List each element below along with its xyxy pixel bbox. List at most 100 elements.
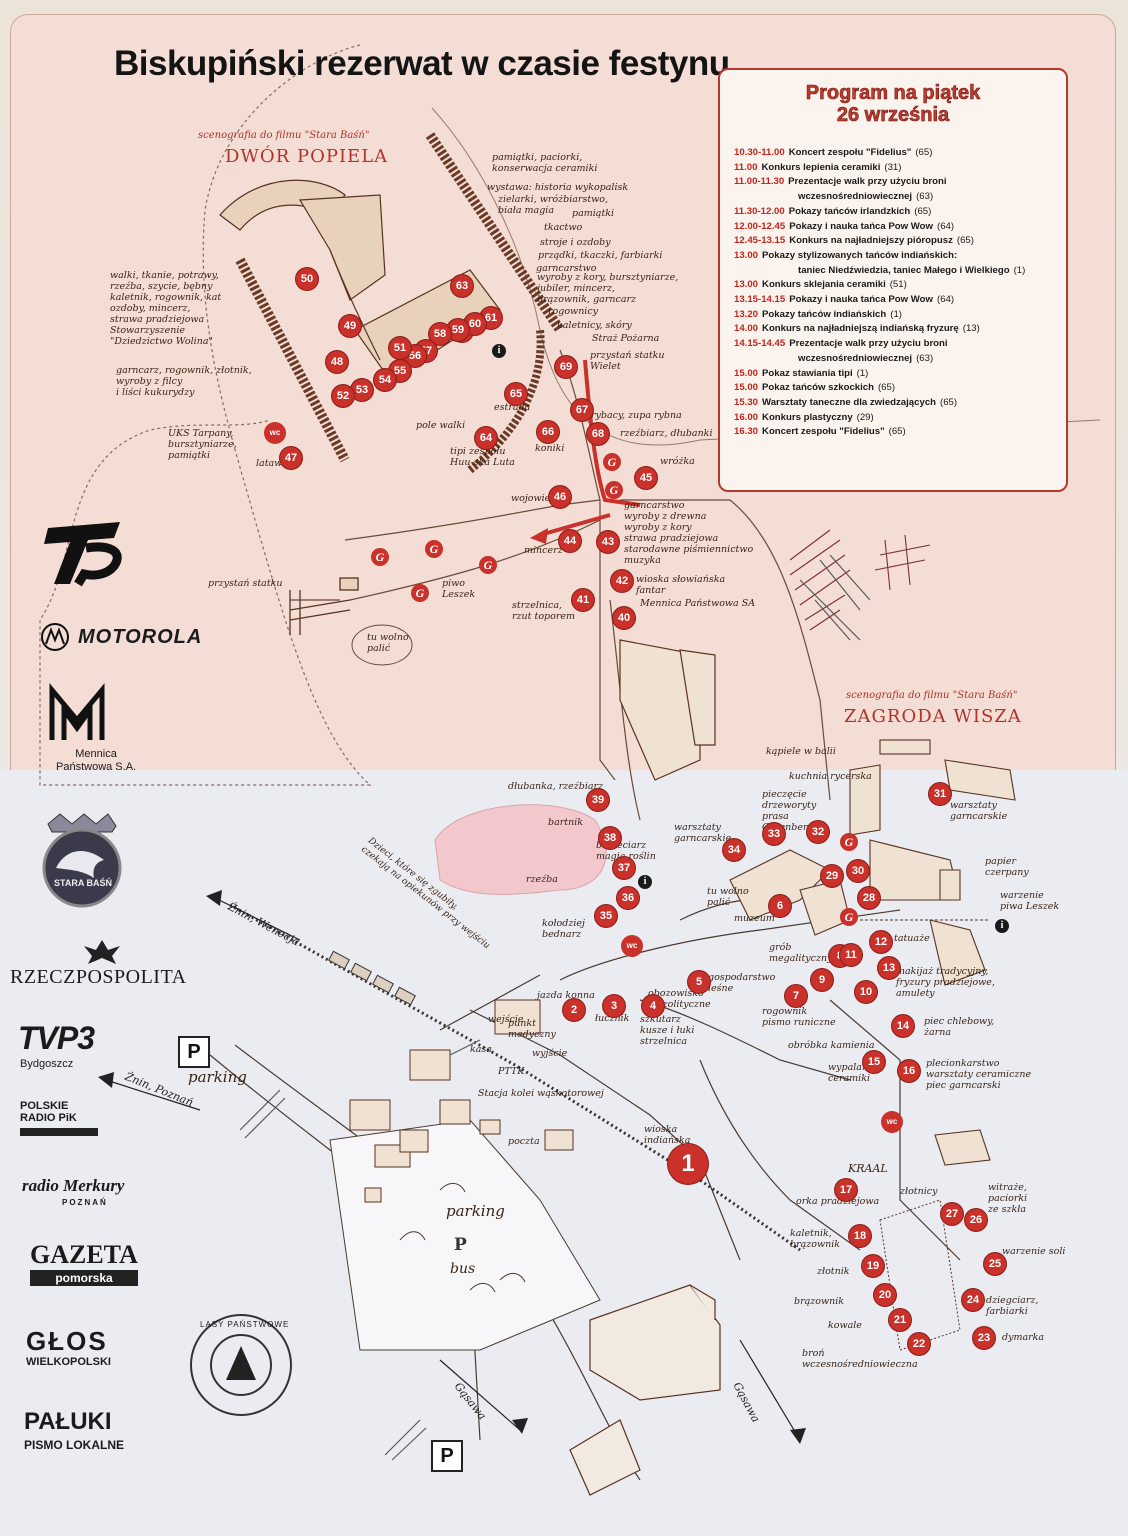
map-label-tu-wolno: tu wolno palić <box>367 632 409 654</box>
program-item-place: (63) <box>916 352 934 364</box>
program-item-place: (65) <box>956 235 974 247</box>
program-item-place: (65) <box>915 147 933 158</box>
program-item-event: Konkurs lepienia ceramiki <box>761 161 881 173</box>
map-pin-34: 34 <box>723 839 745 861</box>
map-label-zielarki: zielarki, wróżbiarstwo, biała magia <box>498 194 609 216</box>
program-panel: Program na piątek 26 września 10.30-11.0… <box>718 68 1068 492</box>
map-label-zlotnicy: złotnicy <box>900 1186 938 1197</box>
program-item-time: 11.30-12.00 <box>734 205 785 217</box>
program-item-event: Pokazy i nauka tańca Pow Wow <box>789 220 933 232</box>
map-label-kapiele: kąpiele w balii <box>766 746 836 757</box>
map-label-orka: orka pradziejowa <box>796 1196 880 1207</box>
map-pin-3: 3 <box>603 995 625 1017</box>
program-item-event: Koncert zespołu "Fidelius" <box>788 147 912 158</box>
map-label-tkactwo: tkactwo <box>544 222 583 233</box>
map-label-przystan-wielet: przystań statku Wielet <box>590 350 665 372</box>
map-label-piec-chlebowy: piec chlebowy, żarna <box>924 1016 995 1038</box>
program-item-event: wczesnośredniowiecznej <box>798 352 913 364</box>
map-pin-67: 67 <box>571 399 593 421</box>
map-label-jazda: jazda konna <box>537 990 595 1001</box>
lake-shore <box>431 107 1101 446</box>
map-pin-27: 27 <box>941 1203 963 1225</box>
map-pin-13: 13 <box>878 957 900 979</box>
program-item-time: 15.00 <box>734 367 759 379</box>
map-label-walki: walki, tkanie, potrawy, rzeźba, szycie, … <box>110 270 222 347</box>
program-item-place: (1) <box>1013 264 1026 276</box>
motorola-logo-icon <box>41 623 69 651</box>
manor-building <box>569 1284 721 1496</box>
program-item-time: 12.45-13.15 <box>734 235 786 247</box>
map-label-punkt-med: punkt medyczny <box>508 1018 556 1040</box>
program-item-place: (1) <box>856 367 869 379</box>
program-item-time: 11.00-11.30 <box>734 176 785 188</box>
map-pin-20: 20 <box>874 1284 896 1306</box>
map-label-muzeum: muzeum <box>734 913 775 924</box>
map-label-plecionkarstwo: plecionkarstwo warsztaty ceramiczne piec… <box>926 1058 1032 1091</box>
map-label-wioska-slow: wioska słowiańska fantar <box>636 574 726 596</box>
map-pin-58: 58 <box>429 323 451 345</box>
mennica-building <box>619 639 716 781</box>
map-pin-65: 65 <box>505 383 527 405</box>
map-label-przadki: prządki, tkaczki, farbiarki <box>538 250 663 261</box>
map-pin-35: 35 <box>595 905 617 927</box>
program-item-event: Konkurs plastyczny <box>762 411 853 423</box>
map-pin-7: 7 <box>785 985 807 1007</box>
map-pin-48: 48 <box>326 351 348 373</box>
tp-logo-icon <box>44 522 122 587</box>
program-item-event: Pokazy tańców irlandzkich <box>788 205 911 217</box>
program-item-place: (31) <box>884 161 902 173</box>
program-item-event: Prezentacje walk przy użyciu broni <box>788 176 947 188</box>
smoking-area-oval <box>351 624 413 666</box>
map-label-obrobka: obróbka kamienia <box>788 1040 875 1051</box>
map-pin-52: 52 <box>332 385 354 407</box>
map-pin-12: 12 <box>870 931 892 953</box>
program-item-place: (64) <box>937 220 955 232</box>
map-label-pamiatki: pamiątki <box>572 208 615 219</box>
pen-marks <box>789 529 931 631</box>
program-item-time: 10.30-11.00 <box>734 147 785 158</box>
program-item-event: Pokazy i nauka tańca Pow Wow <box>789 294 933 306</box>
map-label-rzezba: rzeźba <box>526 874 558 885</box>
gastronomy-icon: G <box>603 453 621 471</box>
map-label-kasa: kasa <box>470 1044 492 1055</box>
arrow-gasawa-left <box>512 1418 528 1434</box>
map-label-warsztaty-garn: warsztaty garncarskie <box>674 822 732 844</box>
palisade-main <box>425 132 565 333</box>
map-label-piwo: piwo Leszek <box>442 578 476 600</box>
map-label-pamiatki-paciorki: pamiątki, paciorki, konserwacja ceramiki <box>492 152 598 174</box>
mennica-logo: Mennica Państwowa S.A. <box>56 748 137 773</box>
map-label-mennica: Mennica Państwowa SA <box>640 598 756 609</box>
map-label-warzenie-soli: warzenie soli <box>1002 1246 1066 1257</box>
map-pin-6: 6 <box>769 895 791 917</box>
map-label-latawce: latawce <box>256 458 294 469</box>
map-label-kuchnia: kuchnia rycerska <box>789 771 872 782</box>
map-pin-15: 15 <box>863 1051 885 1073</box>
map-label-grob: grób megalityczny <box>769 942 833 964</box>
map-pin-26: 26 <box>965 1209 987 1231</box>
map-label-poczta: poczta <box>508 1136 540 1147</box>
map-label-uks: UKS Tarpany, bursztyniarze, pamiątki <box>168 428 237 461</box>
map-pin-30: 30 <box>847 860 869 882</box>
radio-pik-bar <box>20 1128 98 1136</box>
program-item-place: (63) <box>916 191 934 203</box>
map-label-pttk: PTTK <box>498 1066 525 1077</box>
program-item-place: (51) <box>889 279 907 291</box>
map-pin-66: 66 <box>537 421 559 443</box>
info-icon: i <box>638 875 652 889</box>
map-pin-64: 64 <box>475 427 497 449</box>
program-item-place: (65) <box>940 396 958 408</box>
map-label-parking1: parking <box>188 1068 247 1086</box>
program-item-event: Koncert zespołu "Fidelius" <box>762 426 885 438</box>
map-pin-40: 40 <box>613 607 635 629</box>
map-label-kaletnik-braz: kaletnik, brązownik <box>790 1228 841 1250</box>
program-item-event: taniec Niedźwiedzia, taniec Małego i Wie… <box>798 264 1010 276</box>
parking-arrows <box>399 1183 526 1293</box>
map-label-makijaz: makijaż tradycyjny, fryzury pradziejowe,… <box>896 966 995 999</box>
map-label-estrada: estrada <box>494 402 531 413</box>
map-label-kowale: kowale <box>828 1320 862 1331</box>
map-label-garncarstwo-top: garncarstwo <box>536 263 597 274</box>
map-label-stacja: Stacja kolei wąskotorowej <box>478 1088 604 1099</box>
